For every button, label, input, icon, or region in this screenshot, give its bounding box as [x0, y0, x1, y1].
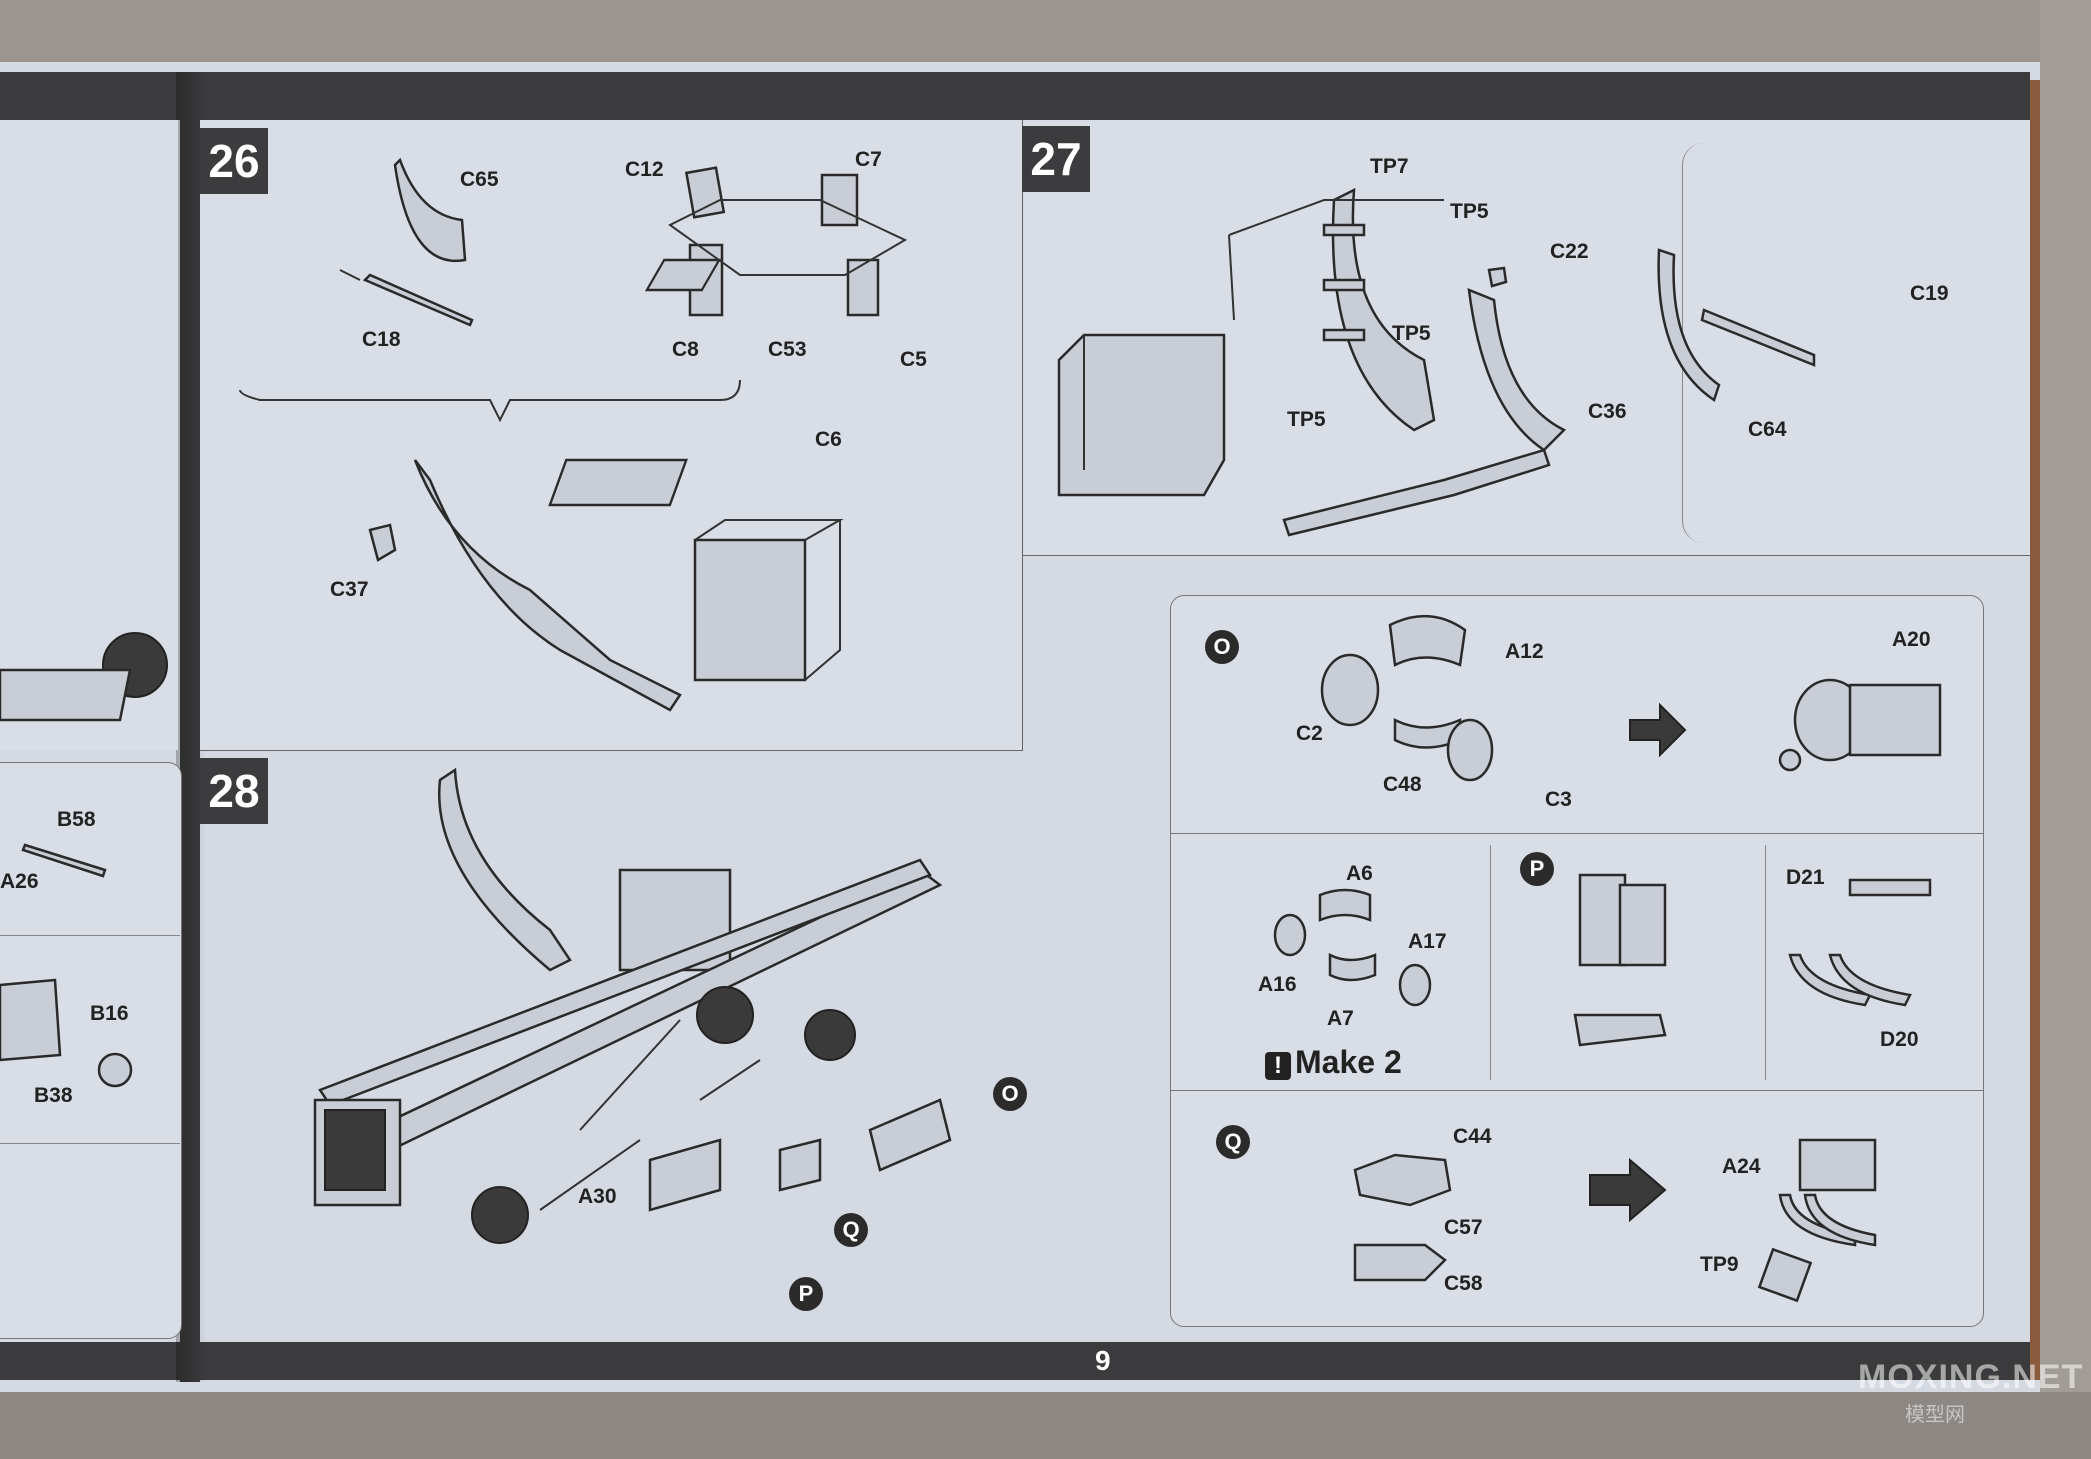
- label-a17: A17: [1408, 930, 1447, 953]
- left-box-divider-2: [0, 1143, 180, 1144]
- label-tp9: TP9: [1700, 1253, 1739, 1276]
- label-c19: C19: [1910, 282, 1949, 305]
- label-a7: A7: [1327, 1007, 1354, 1030]
- label-d21: D21: [1786, 866, 1825, 889]
- sub-box-divider-2: [1170, 1090, 1984, 1091]
- label-tp7: TP7: [1370, 155, 1409, 178]
- sub-box-divider-4: [1765, 845, 1766, 1080]
- header-band: [0, 72, 2030, 120]
- label-a30: A30: [578, 1185, 617, 1208]
- background-top: [0, 0, 2091, 62]
- left-box-divider-1: [0, 935, 180, 936]
- step-27-border: [1022, 555, 2030, 556]
- label-b38: B38: [34, 1084, 73, 1107]
- label-c58: C58: [1444, 1272, 1483, 1295]
- label-c6: C6: [815, 428, 842, 451]
- step-27-drawing: [1057, 187, 1816, 537]
- page-number: 9: [1095, 1345, 1111, 1376]
- step-28-number: 28: [200, 758, 268, 824]
- label-c53: C53: [768, 338, 807, 361]
- sub-box-divider-1: [1170, 833, 1984, 834]
- label-d20: D20: [1880, 1028, 1919, 1051]
- page-gutter: [180, 72, 200, 1382]
- alert-icon: !: [1265, 1052, 1291, 1080]
- background-right: [2040, 0, 2091, 1459]
- step-26-number: 26: [200, 128, 268, 194]
- label-c65: C65: [460, 168, 499, 191]
- label-c18: C18: [362, 328, 401, 351]
- marker-q: Q: [1216, 1125, 1250, 1159]
- step-26-border: [200, 120, 1023, 751]
- sub-assembly-drawing: [1273, 614, 1942, 1303]
- marker-o: O: [1205, 630, 1239, 664]
- label-c12: C12: [625, 158, 664, 181]
- label-a16: A16: [1258, 973, 1297, 996]
- label-tp5-bottom: TP5: [1287, 408, 1326, 431]
- footer-band: [0, 1342, 2030, 1380]
- label-c44: C44: [1453, 1125, 1492, 1148]
- callout-p: P: [789, 1277, 823, 1311]
- callout-o: O: [993, 1077, 1027, 1111]
- watermark-text: MOXING.NET: [1858, 1358, 2084, 1396]
- step-27-number: 27: [1022, 126, 1090, 192]
- label-a24: A24: [1722, 1155, 1761, 1178]
- label-a26: A26: [0, 870, 39, 893]
- label-a12: A12: [1505, 640, 1544, 663]
- watermark-subtext: 模型网: [1905, 1404, 1965, 1426]
- sub-box-divider-3: [1490, 845, 1491, 1080]
- make-two-text: Make 2: [1295, 1044, 1402, 1080]
- label-c36: C36: [1588, 400, 1627, 423]
- step-28-drawing: [313, 767, 952, 1244]
- marker-p: P: [1520, 852, 1554, 886]
- table-edge: [2030, 80, 2040, 1380]
- label-c48: C48: [1383, 773, 1422, 796]
- callout-q: Q: [834, 1213, 868, 1247]
- step-26-panel: [200, 120, 1022, 750]
- label-b16: B16: [90, 1002, 129, 1025]
- label-c37: C37: [330, 578, 369, 601]
- label-a20: A20: [1892, 628, 1931, 651]
- label-c57: C57: [1444, 1216, 1483, 1239]
- label-c2: C2: [1296, 722, 1323, 745]
- step-26-drawing: [239, 157, 908, 712]
- label-tp5-mid: TP5: [1392, 322, 1431, 345]
- make-two-note: !Make 2: [1265, 1044, 1402, 1081]
- label-c64: C64: [1748, 418, 1787, 441]
- label-c22: C22: [1550, 240, 1589, 263]
- label-c8: C8: [672, 338, 699, 361]
- label-c5: C5: [900, 348, 927, 371]
- label-c7: C7: [855, 148, 882, 171]
- left-page-drawing: [0, 632, 168, 1088]
- label-b58: B58: [57, 808, 96, 831]
- label-c3: C3: [1545, 788, 1572, 811]
- label-a6: A6: [1346, 862, 1373, 885]
- background-bottom: [0, 1392, 2091, 1459]
- label-tp5-top: TP5: [1450, 200, 1489, 223]
